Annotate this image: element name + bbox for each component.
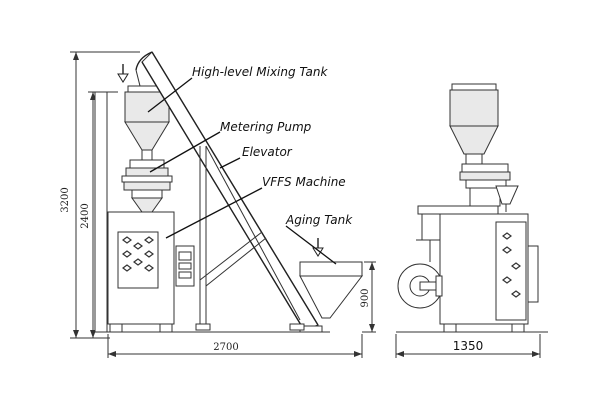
- leader-elevator: [219, 157, 241, 169]
- label-elevator: Elevator: [242, 145, 293, 159]
- side-width-dimension: [395, 334, 541, 358]
- side-hopper: [449, 83, 499, 165]
- leader-mixing-tank: [147, 77, 193, 113]
- vffs-machine: [107, 211, 195, 333]
- overall-width-value: 2700: [213, 342, 238, 353]
- side-cabinet: [439, 213, 539, 333]
- label-metering-pump: Metering Pump: [220, 120, 312, 134]
- film-roll-icon: [397, 263, 443, 309]
- machine-height-value: 2400: [80, 203, 91, 228]
- label-aging-tank: Aging Tank: [285, 213, 353, 227]
- feed-arrow-icon: [117, 64, 129, 83]
- label-vffs-machine: VFFS Machine: [262, 175, 346, 189]
- overall-width-dimension: [107, 334, 363, 358]
- side-view: 1350: [395, 83, 548, 358]
- aging-tank: [299, 238, 364, 319]
- side-filler: [459, 163, 519, 212]
- overall-height-value: 3200: [60, 187, 71, 212]
- aging-tank-height-value: 900: [360, 288, 371, 307]
- leader-aging-tank: [285, 225, 337, 265]
- elevator-conveyor: [135, 51, 323, 333]
- leader-vffs-machine: [165, 187, 263, 239]
- leader-metering-pump: [149, 131, 221, 173]
- front-view: 3200 2400: [60, 51, 376, 358]
- aging-tank-height-dimension: [362, 261, 376, 333]
- overall-height-dimension: [70, 51, 140, 339]
- side-width-value: 1350: [453, 339, 484, 353]
- panel-swirls: [122, 236, 154, 272]
- metering-pump: [121, 159, 173, 213]
- side-panel-swirls: [502, 232, 521, 298]
- label-mixing-tank: High-level Mixing Tank: [192, 65, 328, 79]
